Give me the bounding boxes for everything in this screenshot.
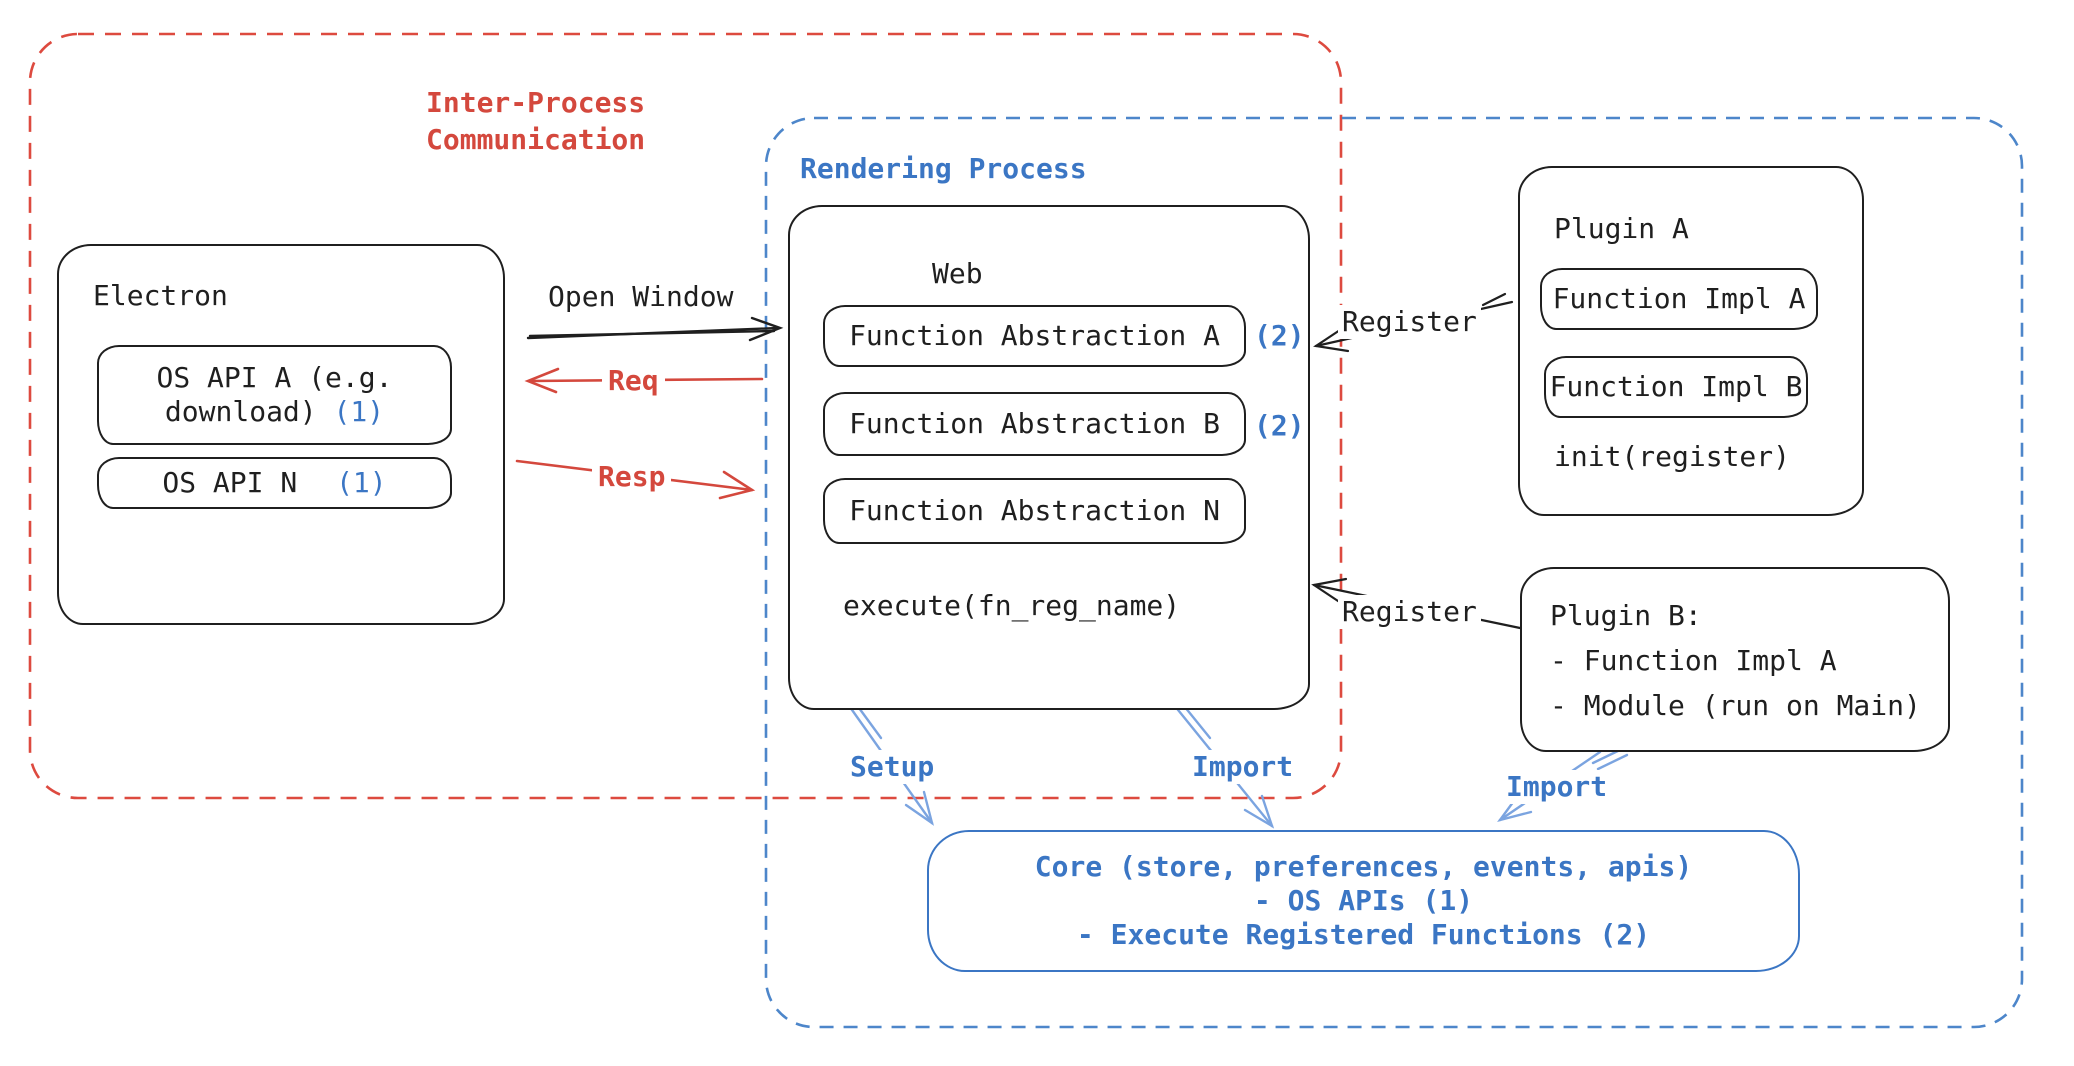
- plugin-a-init-label: init(register): [1554, 440, 1791, 473]
- import-left-label: Import: [1186, 750, 1300, 784]
- function-impl-a-box: Function Impl A: [1540, 268, 1818, 330]
- ipc-region-title: Inter-Process Communication: [426, 84, 645, 158]
- setup-label: Setup: [844, 750, 941, 784]
- os-api-a-badge: (1): [333, 395, 385, 428]
- function-abstraction-b-box: Function Abstraction B: [823, 392, 1246, 456]
- register-top-label: Register: [1338, 305, 1481, 339]
- function-abstraction-n-box: Function Abstraction N: [823, 478, 1246, 544]
- function-abstraction-a-box: Function Abstraction A: [823, 305, 1246, 367]
- plugin-a-title: Plugin A: [1554, 212, 1689, 245]
- req-label: Req: [602, 364, 665, 398]
- function-impl-b-box: Function Impl B: [1544, 356, 1808, 418]
- web-title: Web: [932, 257, 983, 290]
- rendering-region-title: Rendering Process: [800, 152, 1087, 185]
- plugin-a-box: Plugin A Function Impl A Function Impl B…: [1518, 166, 1864, 516]
- os-api-a-box: OS API A (e.g. download) (1): [97, 345, 452, 445]
- web-box: Web Function Abstraction A (2) Function …: [788, 205, 1310, 710]
- os-api-n-box: OS API N (1): [97, 457, 452, 509]
- plugin-b-content: Plugin B: - Function Impl A - Module (ru…: [1550, 593, 1921, 728]
- core-line-1: Core (store, preferences, events, apis): [1034, 850, 1693, 883]
- plugin-b-item-2: - Module (run on Main): [1550, 689, 1921, 722]
- open-window-label: Open Window: [548, 280, 734, 313]
- function-abstraction-a-badge: (2): [1254, 319, 1305, 352]
- plugin-b-box: Plugin B: - Function Impl A - Module (ru…: [1520, 567, 1950, 752]
- register-bottom-label: Register: [1338, 595, 1481, 629]
- ipc-region-title-line1: Inter-Process: [426, 86, 646, 119]
- plugin-b-title: Plugin B:: [1550, 599, 1702, 632]
- electron-title: Electron: [93, 279, 228, 312]
- import-right-label: Import: [1500, 770, 1614, 804]
- os-api-n-label: OS API N (1): [162, 466, 387, 500]
- ipc-region-title-line2: Communication: [426, 123, 646, 156]
- core-line-3: - Execute Registered Functions (2): [1076, 918, 1651, 951]
- open-window-arrow: [526, 316, 784, 342]
- plugin-b-item-1: - Function Impl A: [1550, 644, 1837, 677]
- execute-label: execute(fn_reg_name): [843, 589, 1181, 622]
- electron-box: Electron OS API A (e.g. download) (1) OS…: [57, 244, 505, 625]
- os-api-a-label: OS API A (e.g. download) (1): [156, 361, 393, 428]
- core-box: Core (store, preferences, events, apis) …: [927, 830, 1800, 972]
- resp-label: Resp: [592, 460, 672, 494]
- core-line-2: - OS APIs (1): [1253, 884, 1474, 917]
- function-abstraction-b-badge: (2): [1254, 409, 1305, 442]
- os-api-n-badge: (1): [336, 466, 387, 500]
